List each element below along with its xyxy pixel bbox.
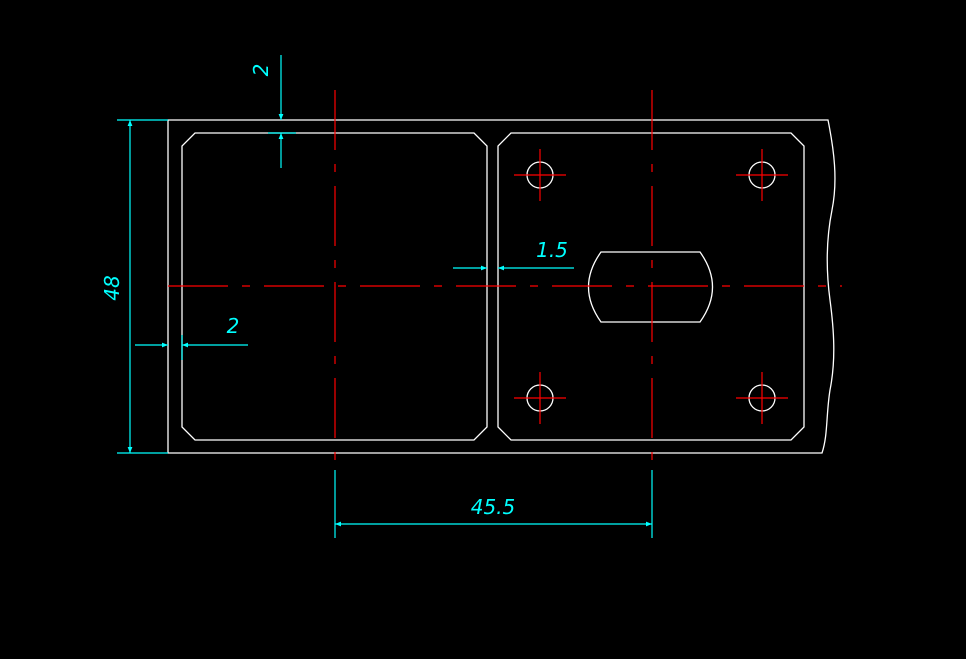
dim-text-overall-height: 48 (100, 275, 124, 300)
dim-overall-height (117, 119, 168, 454)
plate-outer-edge (167, 119, 836, 454)
dim-text-centre-distance: 45.5 (471, 495, 516, 519)
dim-text-top-wall: 2 (249, 64, 273, 77)
dimensions (117, 55, 653, 538)
dim-text-left-wall: 2 (227, 314, 240, 338)
dim-top-wall (268, 55, 296, 168)
hole-centermarks (514, 149, 788, 424)
center-slot (588, 251, 713, 323)
dim-text-middle-wall: 1.5 (536, 238, 568, 262)
dim-left-wall (135, 335, 248, 360)
centerlines (168, 90, 842, 470)
right-pocket (497, 132, 805, 441)
dimension-texts: 2 48 2 1.5 45.5 (100, 64, 568, 519)
left-pocket (181, 132, 488, 441)
dim-centre-distance (334, 470, 653, 538)
